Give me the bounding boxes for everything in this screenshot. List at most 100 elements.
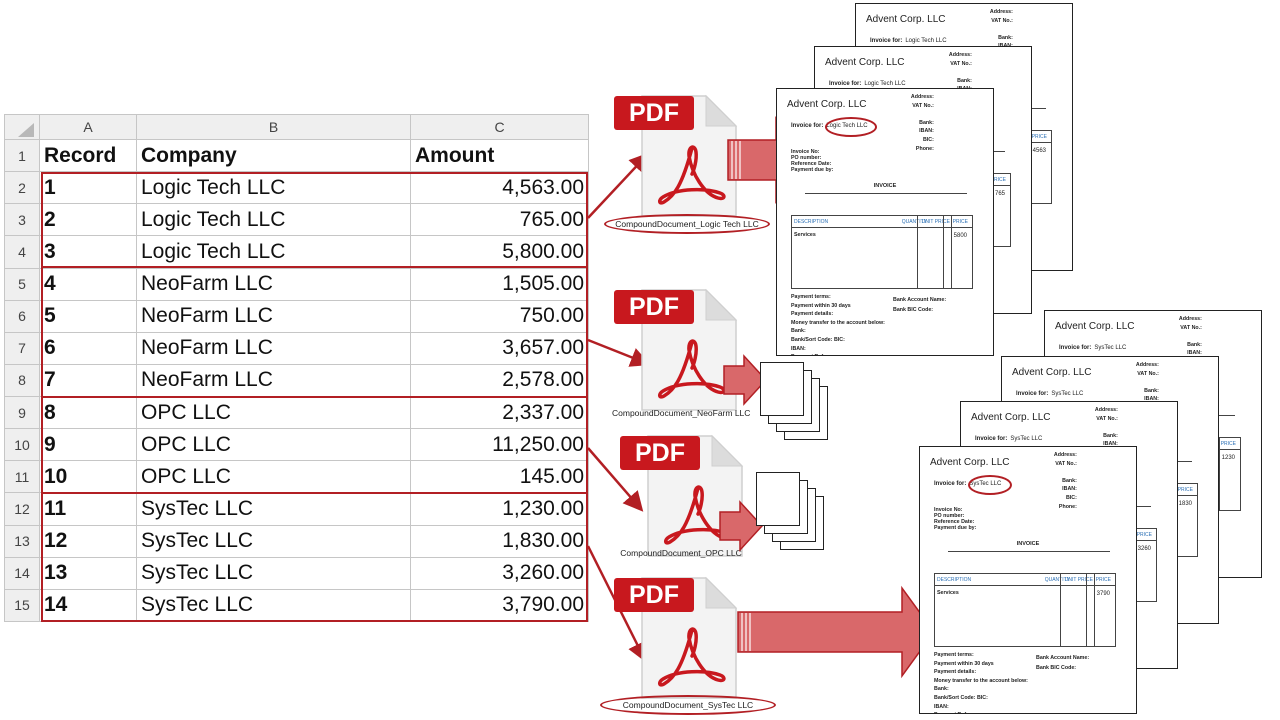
pdf-file-icon[interactable]: PDF (612, 284, 742, 414)
row-number[interactable]: 11 (4, 460, 40, 494)
cell-record[interactable]: 11 (39, 492, 137, 526)
cell-record[interactable]: 4 (39, 267, 137, 301)
flow-arrow-neofarm (587, 338, 651, 367)
cell-company[interactable]: OPC LLC (136, 395, 411, 430)
row-number[interactable]: 14 (4, 556, 40, 590)
invoice-price: 5800 (953, 233, 967, 239)
row-number[interactable]: 1 (4, 138, 40, 173)
invoice-rule (805, 193, 967, 194)
pdf-file-icon[interactable]: PDF (612, 572, 742, 702)
invoice-for: Invoice for:SysTec LLC (1016, 391, 1084, 397)
row-number[interactable]: 15 (4, 588, 40, 623)
cell-header-record[interactable]: Record (39, 138, 137, 173)
cell-amount[interactable]: 1,830.00 (410, 524, 589, 558)
column-header-c[interactable]: C (410, 114, 589, 140)
invoice-for: Invoice for:Logic Tech LLC (829, 81, 906, 87)
block-arrow-neofarm (723, 354, 768, 406)
cell-company[interactable]: SysTec LLC (136, 524, 411, 558)
cell-company[interactable]: SysTec LLC (136, 588, 411, 623)
invoice-customer: SysTec LLC (1051, 391, 1084, 397)
select-all-corner[interactable] (4, 114, 40, 140)
cell-company[interactable]: SysTec LLC (136, 556, 411, 590)
invoice-meta: Invoice No:PO number:Reference Date:Paym… (791, 149, 834, 173)
invoice-sender-details: Address:VAT No.: Bank:IBAN:BIC:Phone: (1053, 452, 1077, 510)
invoice-company: Advent Corp. LLC (866, 14, 946, 25)
pdf-file-icon[interactable]: PDF (618, 430, 748, 560)
column-header-b[interactable]: B (136, 114, 411, 140)
cell-record[interactable]: 14 (39, 588, 137, 623)
pdf-file-icon[interactable]: PDF (612, 90, 742, 220)
row-number[interactable]: 2 (4, 171, 40, 205)
invoice-company: Advent Corp. LLC (1012, 367, 1092, 378)
invoice-customer-highlight (968, 475, 1012, 495)
cell-record[interactable]: 12 (39, 524, 137, 558)
cell-header-company[interactable]: Company (136, 138, 411, 173)
row-number[interactable]: 6 (4, 299, 40, 333)
invoice-customer-highlight (825, 117, 877, 137)
cell-amount[interactable]: 2,578.00 (410, 363, 589, 398)
block-arrow-opc (719, 500, 764, 552)
pdf-file-name: CompoundDocument_OPC LLC (620, 548, 742, 558)
pdf-badge-label: PDF (629, 99, 679, 127)
invoice-bank-details: Bank Account Name:Bank BIC Code: (893, 297, 947, 313)
cell-company[interactable]: OPC LLC (136, 460, 411, 494)
cell-company[interactable]: OPC LLC (136, 428, 411, 462)
pdf-badge-label: PDF (629, 581, 679, 609)
row-number[interactable]: 3 (4, 203, 40, 237)
cell-amount[interactable]: 2,337.00 (410, 395, 589, 430)
invoice-price: 1230 (1221, 455, 1235, 461)
invoice-page: Advent Corp. LLC Address:VAT No.: Bank:IB… (919, 446, 1137, 714)
cell-record[interactable]: 3 (39, 235, 137, 269)
invoice-sender-details: Address:VAT No.: Bank:IBAN:BIC:Phone: (910, 94, 934, 152)
row-number[interactable]: 7 (4, 331, 40, 365)
cell-amount[interactable]: 1,230.00 (410, 492, 589, 526)
invoice-customer: SysTec LLC (1094, 345, 1127, 351)
cell-amount[interactable]: 145.00 (410, 460, 589, 494)
acrobat-swirl (658, 627, 726, 687)
cell-record[interactable]: 13 (39, 556, 137, 590)
cell-header-amount[interactable]: Amount (410, 138, 589, 173)
pdf-file-name: CompoundDocument_NeoFarm LLC (612, 408, 751, 418)
row-number[interactable]: 12 (4, 492, 40, 526)
invoice-service: Services (937, 590, 959, 596)
row-number[interactable]: 9 (4, 395, 40, 430)
invoice-price: 765 (994, 191, 1005, 197)
pdf-badge-label: PDF (629, 293, 679, 321)
cell-amount[interactable]: 1,505.00 (410, 267, 589, 301)
cell-amount[interactable]: 3,657.00 (410, 331, 589, 365)
row-number[interactable]: 5 (4, 267, 40, 301)
cell-amount[interactable]: 3,790.00 (410, 588, 589, 623)
invoice-price: 4563 (1032, 148, 1046, 154)
invoice-rule (948, 551, 1110, 552)
cell-record[interactable]: 9 (39, 428, 137, 462)
invoice-meta: Invoice No:PO number:Reference Date:Paym… (934, 507, 977, 531)
row-number[interactable]: 4 (4, 235, 40, 269)
invoice-company: Advent Corp. LLC (971, 412, 1051, 423)
cell-amount[interactable]: 765.00 (410, 203, 589, 237)
cell-record[interactable]: 7 (39, 363, 137, 398)
invoice-for: Invoice for:SysTec LLC (975, 436, 1043, 442)
invoice-title: INVOICE (873, 183, 897, 189)
table-row: 1 Record Company Amount (4, 138, 589, 173)
flow-arrow-opc (587, 447, 644, 512)
invoice-customer: Logic Tech LLC (905, 38, 947, 44)
cell-amount[interactable]: 5,800.00 (410, 235, 589, 269)
cell-company[interactable]: SysTec LLC (136, 492, 411, 526)
invoice-company: Advent Corp. LLC (930, 457, 1010, 468)
invoice-price: 3260 (1137, 546, 1151, 552)
file-name-highlight (600, 695, 776, 715)
invoice-service: Services (794, 232, 816, 238)
row-number[interactable]: 8 (4, 363, 40, 398)
